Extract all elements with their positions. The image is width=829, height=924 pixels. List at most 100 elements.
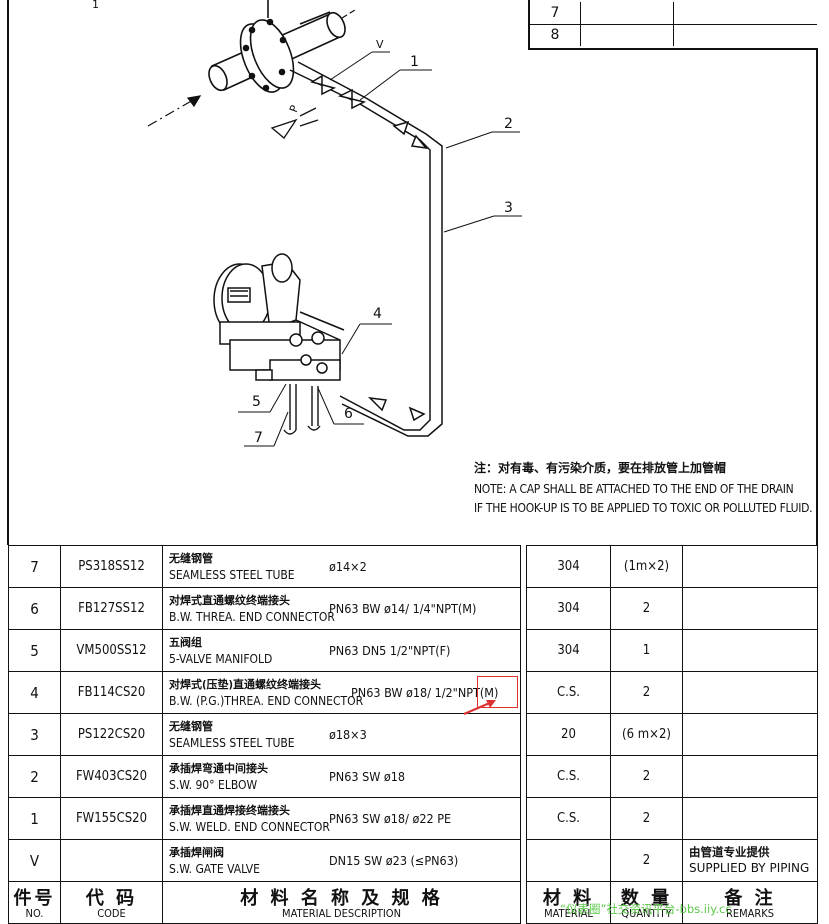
description-chinese: 无缝钢管 [169, 552, 213, 565]
item-quantity: 2 [610, 755, 683, 798]
item-remarks [682, 713, 818, 756]
item-description: 无缝钢管 SEAMLESS STEEL TUBE ø14×2 [162, 545, 521, 588]
item-code: PS318SS12 [60, 545, 163, 588]
item-code: FW155CS20 [60, 797, 163, 840]
note-chinese: 注：对有毒、有污染介质，要在排放管上加管帽 [474, 461, 727, 475]
description-chinese: 无缝钢管 [169, 720, 213, 733]
remark-chinese: 由管道专业提供 [689, 845, 770, 859]
divider [580, 2, 581, 24]
label-v: V [376, 38, 384, 51]
highlight-box [477, 676, 518, 708]
item-code: VM500SS12 [60, 629, 163, 672]
transmitter [213, 253, 345, 381]
item-quantity: 2 [610, 839, 683, 882]
item-number: 4 [8, 671, 61, 714]
item-spec: PN63 SW ø18 [329, 769, 406, 784]
orifice-flange [239, 0, 295, 93]
item-material: 20 [526, 713, 611, 756]
label-3: 3 [504, 200, 513, 216]
item-code: PS122CS20 [60, 713, 163, 756]
description-english: SEAMLESS STEEL TUBE [169, 736, 295, 750]
corner-row: 7 [530, 2, 817, 25]
description-chinese: 承插焊弯通中间接头 [169, 762, 268, 775]
description-english: B.W. (P.G.)THREA. END CONNECTOR [169, 694, 364, 708]
description-english: SEAMLESS STEEL TUBE [169, 568, 295, 582]
item-quantity: 2 [610, 587, 683, 630]
hookup-drawing: V 1 2 3 4 5 6 7 P 1 [7, 0, 818, 545]
label-2: 2 [504, 116, 513, 132]
item-number: 5 [8, 629, 61, 672]
impulse-lines [289, 61, 443, 437]
item-remarks [682, 587, 818, 630]
item-quantity: 2 [610, 671, 683, 714]
corner-row-number: 7 [550, 5, 560, 21]
item-spec: PN63 DN5 1/2"NPT(F) [329, 643, 451, 658]
red-arrow-icon [463, 700, 496, 716]
item-quantity: 1 [610, 629, 683, 672]
item-material: 304 [526, 587, 611, 630]
description-chinese: 承插焊闸阀 [169, 846, 224, 859]
item-number: 7 [8, 545, 61, 588]
label-5: 5 [252, 394, 261, 410]
item-spec: PN63 BW ø18/ 1/2"NPT(M) [351, 685, 499, 700]
item-material: 304 [526, 629, 611, 672]
item-material: C.S. [526, 755, 611, 798]
description-chinese: 对焊式(压垫)直通螺纹终端接头 [169, 678, 322, 691]
item-remarks: 由管道专业提供 SUPPLIED BY PIPING [682, 839, 818, 882]
item-remarks [682, 545, 818, 588]
label-6: 6 [344, 406, 353, 422]
item-spec: ø14×2 [329, 559, 367, 574]
callout-numbers: V 1 2 3 4 5 6 7 P 1 [92, 0, 513, 446]
item-number: 3 [8, 713, 61, 756]
label-4: 4 [373, 306, 382, 322]
item-quantity: 2 [610, 797, 683, 840]
divider [580, 24, 581, 46]
item-material [526, 839, 611, 882]
description-english: S.W. 90° ELBOW [169, 778, 258, 792]
item-number: V [8, 839, 61, 882]
description-english: B.W. THREA. END CONNECTOR [169, 610, 335, 624]
remark-english: SUPPLIED BY PIPING [689, 861, 810, 875]
description-chinese: 对焊式直通螺纹终端接头 [169, 594, 290, 607]
note-english-line2: IF THE HOOK-UP IS TO BE APPLIED TO TOXIC… [474, 501, 813, 515]
item-remarks [682, 629, 818, 672]
item-spec: PN63 SW ø18/ ø22 PE [329, 811, 452, 826]
item-code: FB114CS20 [60, 671, 163, 714]
description-english: 5-VALVE MANIFOLD [169, 652, 273, 666]
drain-pipes [283, 384, 321, 435]
item-number: 6 [8, 587, 61, 630]
item-code: FB127SS12 [60, 587, 163, 630]
corner-table: 7 8 [528, 0, 817, 50]
description-chinese: 五阀组 [169, 636, 202, 649]
watermark: “仪表圈”社交资讯平台-bbs.iiy.cc [560, 902, 732, 916]
item-remarks [682, 671, 818, 714]
corner-row-number: 8 [550, 27, 560, 43]
item-quantity: (1m×2) [610, 545, 683, 588]
item-number: 2 [8, 755, 61, 798]
label-p: P [287, 103, 302, 114]
item-material: 304 [526, 545, 611, 588]
label-7: 7 [254, 430, 263, 446]
item-quantity: (6 m×2) [610, 713, 683, 756]
description-english: S.W. WELD. END CONNECTOR [169, 820, 330, 834]
divider [673, 2, 674, 24]
divider [673, 24, 674, 46]
